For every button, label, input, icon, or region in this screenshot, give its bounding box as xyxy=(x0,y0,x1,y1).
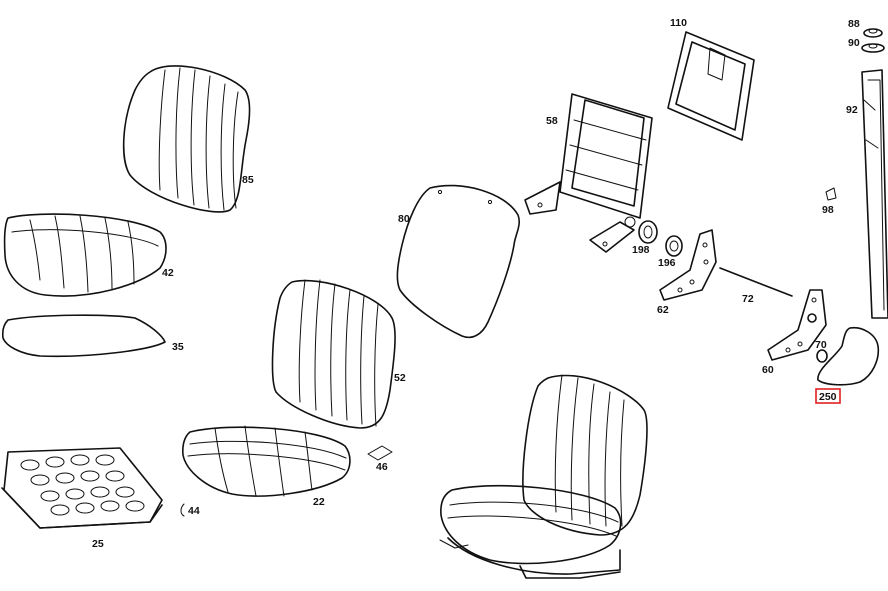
part-22-seat-cushion[interactable] xyxy=(182,425,351,497)
part-72-connecting-rod[interactable] xyxy=(719,267,793,297)
part-35-padding-sheet[interactable] xyxy=(1,314,166,358)
assembled-seat xyxy=(439,374,648,579)
label-198[interactable]: 198 xyxy=(632,244,650,256)
label-44[interactable]: 44 xyxy=(188,505,200,517)
part-58-backrest-frame[interactable] xyxy=(524,93,653,253)
part-85-backrest-cushion[interactable] xyxy=(122,65,251,213)
label-250[interactable]: 250 xyxy=(819,391,837,403)
part-60-hinge-fitting[interactable] xyxy=(767,289,827,361)
selected-part-highlight xyxy=(815,388,841,404)
part-44-clip[interactable] xyxy=(180,503,185,517)
part-42-seat-cushion[interactable] xyxy=(3,213,167,297)
label-46[interactable]: 46 xyxy=(376,461,388,473)
part-196-adjuster-knob[interactable] xyxy=(665,235,683,257)
label-62[interactable]: 62 xyxy=(657,304,669,316)
label-110[interactable]: 110 xyxy=(670,17,687,29)
label-60[interactable]: 60 xyxy=(762,364,774,376)
label-22[interactable]: 22 xyxy=(313,496,325,508)
label-70[interactable]: 70 xyxy=(815,339,827,351)
label-85[interactable]: 85 xyxy=(242,174,254,186)
label-80[interactable]: 80 xyxy=(398,213,410,225)
part-46-bracket[interactable] xyxy=(367,445,393,461)
part-250-hinge-cover[interactable] xyxy=(817,326,880,386)
label-90[interactable]: 90 xyxy=(848,37,860,49)
label-98[interactable]: 98 xyxy=(822,204,834,216)
part-90-washer[interactable] xyxy=(861,43,885,53)
label-25[interactable]: 25 xyxy=(92,538,104,550)
part-110-back-panel[interactable] xyxy=(667,31,755,141)
part-25-spring-frame[interactable] xyxy=(1,447,163,529)
label-35[interactable]: 35 xyxy=(172,341,184,353)
part-70-nut[interactable] xyxy=(816,349,828,363)
label-92[interactable]: 92 xyxy=(846,104,858,116)
callout-labels: 110 88 90 92 98 58 85 80 42 198 196 72 6… xyxy=(92,17,860,550)
part-98-clip[interactable] xyxy=(825,187,837,201)
label-58[interactable]: 58 xyxy=(546,115,558,127)
label-72[interactable]: 72 xyxy=(742,293,754,305)
label-42[interactable]: 42 xyxy=(162,267,174,279)
part-198-grommet[interactable] xyxy=(638,220,658,244)
part-80-backrest-shell[interactable] xyxy=(396,184,521,339)
label-196[interactable]: 196 xyxy=(658,257,676,269)
part-52-backrest[interactable] xyxy=(271,279,396,429)
part-62-hinge-fitting[interactable] xyxy=(659,229,717,301)
part-88-washer[interactable] xyxy=(863,28,883,38)
part-92-seat-rail[interactable] xyxy=(861,69,888,319)
label-52[interactable]: 52 xyxy=(394,372,406,384)
label-88[interactable]: 88 xyxy=(848,18,860,30)
